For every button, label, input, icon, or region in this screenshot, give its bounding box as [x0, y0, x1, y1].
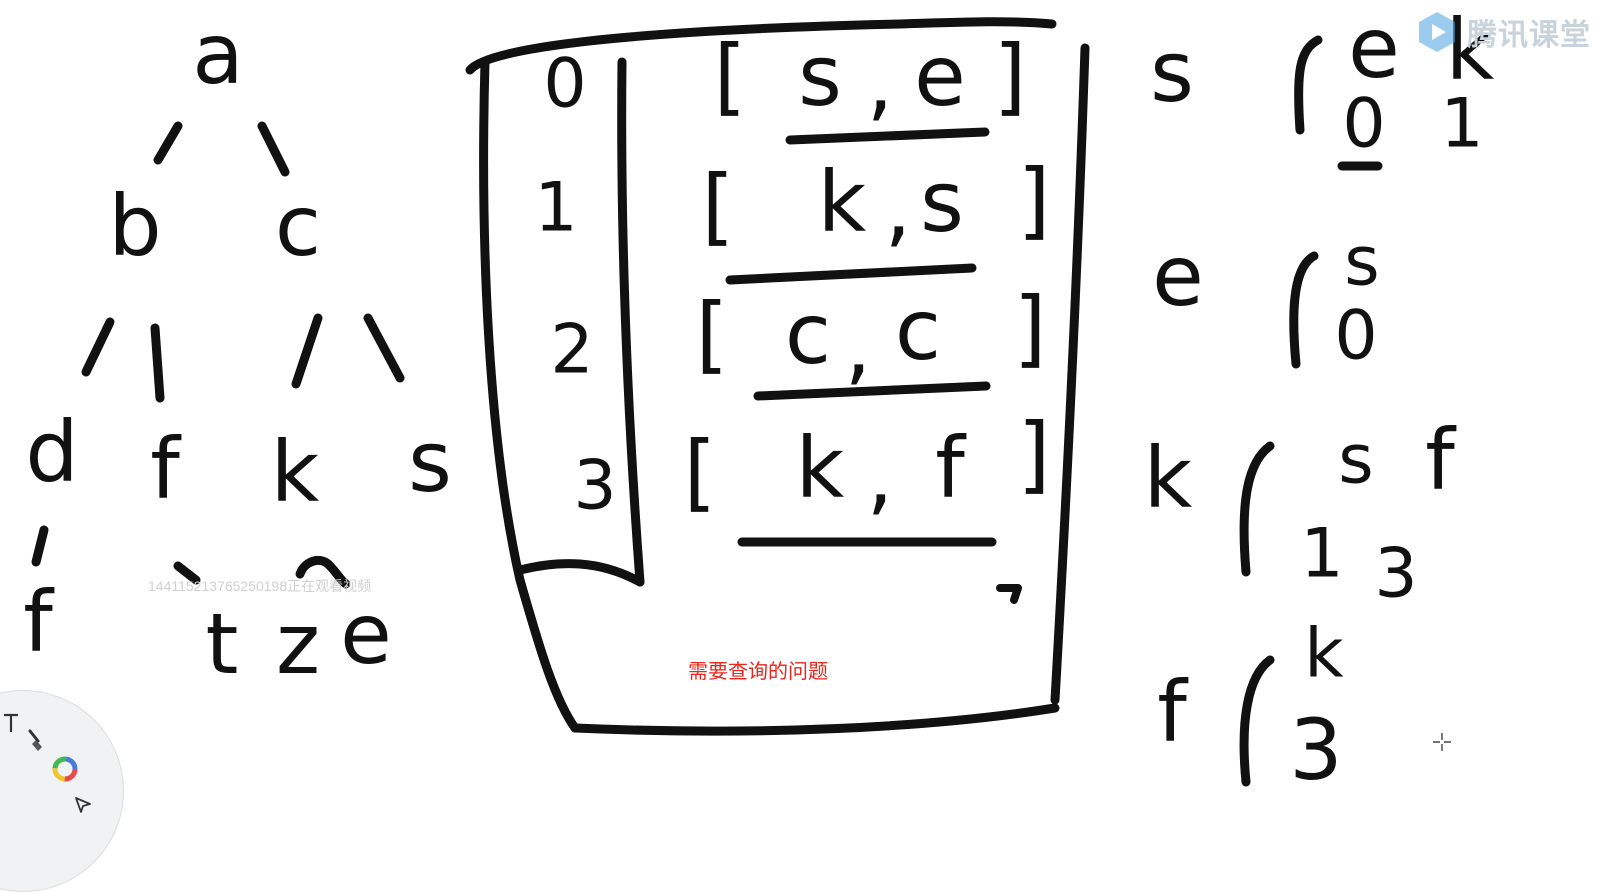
row-underline: [785, 127, 990, 145]
tree-edge: [257, 121, 290, 177]
table-index-1: 1: [534, 169, 577, 248]
lookup-index: 3: [1374, 535, 1417, 614]
crosshair-cursor-icon: [1433, 733, 1451, 751]
table-bottom-border: [570, 703, 1060, 736]
row-second-node: s: [920, 153, 964, 251]
row-open-bracket: [: [684, 423, 717, 521]
query-row: [ k , s ]: [702, 151, 1051, 285]
lookup-index: 0: [1334, 297, 1377, 376]
pointer-icon[interactable]: [69, 791, 97, 819]
tree-node-s: s: [408, 413, 452, 511]
query-row: [ k , f ]: [684, 405, 1051, 547]
tree-node-d: d: [25, 403, 78, 501]
query-row: [ s , e ]: [714, 27, 1027, 145]
lookup-index: 3: [1289, 701, 1342, 799]
lookup-partner: k: [1446, 1, 1495, 99]
row-first-node: c: [785, 285, 831, 383]
lookup-index: 0: [1342, 85, 1385, 164]
tree-node-f: f: [150, 420, 182, 518]
table-index-2: 2: [550, 311, 593, 390]
lookup-index: 1: [1440, 85, 1483, 164]
tree-edge: [153, 121, 183, 165]
lookup-partner: k: [1304, 615, 1344, 694]
row-underline: [753, 381, 991, 401]
row-open-bracket: [: [702, 157, 735, 255]
row-close-bracket: ]: [994, 27, 1027, 125]
brand-logo: 腾讯课堂: [1415, 6, 1591, 58]
row-second-node: c: [895, 281, 941, 379]
table-right-border: [1050, 43, 1090, 705]
lookup-node: s: [1150, 23, 1194, 121]
table-index-0: 0: [543, 45, 586, 124]
tree-edge: [31, 525, 49, 567]
row-first-node: k: [818, 153, 867, 251]
text-tool-icon[interactable]: [0, 709, 25, 737]
tree-node-e: e: [340, 585, 392, 683]
row-separator: ,: [867, 427, 894, 525]
tree-edge: [81, 317, 115, 377]
lookup-brace: [1239, 441, 1275, 577]
viewer-watermark: 144115213765250198正在观看视频: [148, 578, 372, 594]
tree-diagram: a b c d f k s f t z e: [23, 5, 452, 693]
tree-node-root: a: [192, 5, 243, 103]
row-first-node: s: [798, 27, 842, 125]
lookup-node: f: [1157, 663, 1189, 761]
play-logo-icon: [1419, 12, 1455, 52]
row-second-node: e: [914, 27, 966, 125]
table-index-3: 3: [573, 447, 616, 526]
query-row: [ c , c ]: [696, 279, 1047, 401]
tree-node-c: c: [275, 177, 321, 275]
tree-edge: [291, 313, 323, 389]
table-bracket-mark: [996, 584, 1022, 604]
lookup-partner: s: [1344, 223, 1379, 302]
row-separator: ,: [885, 159, 912, 257]
table-top-border: [465, 17, 1057, 75]
tree-edge: [173, 561, 201, 585]
query-table: 0 1 2 3 [ s , e ] [ k , s ] [ c , c ]: [465, 17, 1090, 736]
row-separator: ,: [845, 297, 872, 395]
tree-edge: [150, 323, 165, 403]
table-index-divider: [617, 57, 645, 587]
brand-name: 腾讯课堂: [1467, 18, 1591, 53]
lookup-brace: [1289, 251, 1319, 369]
row-second-node: f: [935, 419, 967, 517]
lookup-entry: f k 3: [1157, 615, 1344, 799]
lookup-entry: k s f 1 3: [1144, 411, 1458, 614]
row-separator: ,: [867, 33, 894, 131]
table-divider-foot: [515, 559, 645, 587]
annotation-caption: 需要查询的问题: [688, 661, 828, 683]
row-close-bracket: ]: [1018, 405, 1051, 503]
lookup-partner: f: [1425, 411, 1457, 509]
tree-node-b: b: [108, 177, 161, 275]
lookup-brace: [1239, 655, 1275, 787]
lookup-node: k: [1144, 429, 1193, 527]
tree-edge: [363, 313, 405, 383]
tree-node-k: k: [271, 423, 320, 521]
lookup-entry: e s 0: [1152, 223, 1380, 376]
table-left-border: [479, 57, 580, 733]
tree-node-f-leaf: f: [23, 573, 55, 671]
lookup-partner: e: [1348, 0, 1400, 97]
lookup-node: e: [1152, 227, 1204, 325]
row-underline: [725, 263, 977, 285]
brush-icon[interactable]: [23, 727, 51, 755]
row-close-bracket: ]: [1014, 279, 1047, 377]
lookup-index: 1: [1300, 515, 1343, 594]
tree-node-z: z: [276, 595, 320, 693]
lookup-lists: s e k 0 1 e s 0 k s f 1 3 f k: [1144, 0, 1495, 799]
row-open-bracket: [: [696, 285, 729, 383]
lookup-brace: [1294, 35, 1323, 135]
row-first-node: k: [796, 419, 845, 517]
row-open-bracket: [: [714, 27, 747, 125]
row-close-bracket: ]: [1018, 151, 1051, 249]
lookup-partner: s: [1338, 421, 1373, 500]
color-wheel-icon[interactable]: [51, 755, 79, 783]
whiteboard-canvas[interactable]: a b c d f k s f t z e 0 1 2 3: [0, 0, 1624, 803]
tree-node-t: t: [206, 595, 239, 693]
tree-edge: [295, 555, 351, 589]
lookup-entry: s e k 0 1: [1150, 0, 1495, 171]
